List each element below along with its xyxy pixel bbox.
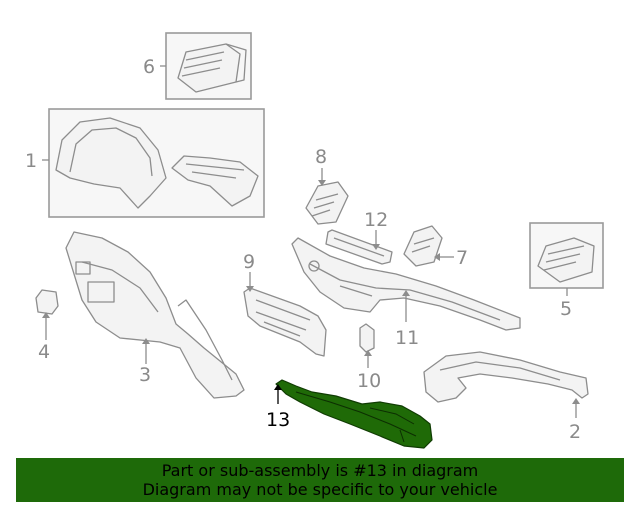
part-8-side-vent <box>305 168 349 225</box>
part-12-trim-strip <box>325 229 393 265</box>
callout-6: 6 <box>143 56 155 78</box>
callout-2: 2 <box>569 421 581 443</box>
part-9-center-bracket <box>243 272 327 357</box>
callout-10: 10 <box>357 370 381 392</box>
part-7-center-vent <box>403 225 454 267</box>
callout-13: 13 <box>266 409 290 431</box>
callout-7: 7 <box>456 247 468 269</box>
callout-1: 1 <box>25 150 37 172</box>
callout-12: 12 <box>364 209 388 231</box>
banner-line-1: Part or sub-assembly is #13 in diagram <box>161 461 479 480</box>
callout-4: 4 <box>38 341 50 363</box>
part-13-highlighted-panel <box>274 379 433 449</box>
banner-line-2: Diagram may not be specific to your vehi… <box>142 480 498 499</box>
part-11-instrument-panel <box>291 237 521 331</box>
part-6-air-vent <box>160 32 252 100</box>
callout-3: 3 <box>139 364 151 386</box>
part-4-clip <box>35 289 59 340</box>
part-5-air-vent <box>529 222 604 296</box>
callout-5: 5 <box>560 298 572 320</box>
part-1-meter-visor <box>42 108 265 218</box>
part-3-lower-cover <box>65 231 245 399</box>
callout-9: 9 <box>243 251 255 273</box>
part-10-clip <box>359 323 375 368</box>
part-2-lower-trim <box>423 351 589 418</box>
part-notice-banner: Part or sub-assembly is #13 in diagram D… <box>16 458 624 502</box>
callout-11: 11 <box>395 327 419 349</box>
callout-8: 8 <box>315 146 327 168</box>
exploded-parts-diagram: 6 1 8 12 7 9 5 11 4 3 10 13 2 <box>25 32 604 449</box>
